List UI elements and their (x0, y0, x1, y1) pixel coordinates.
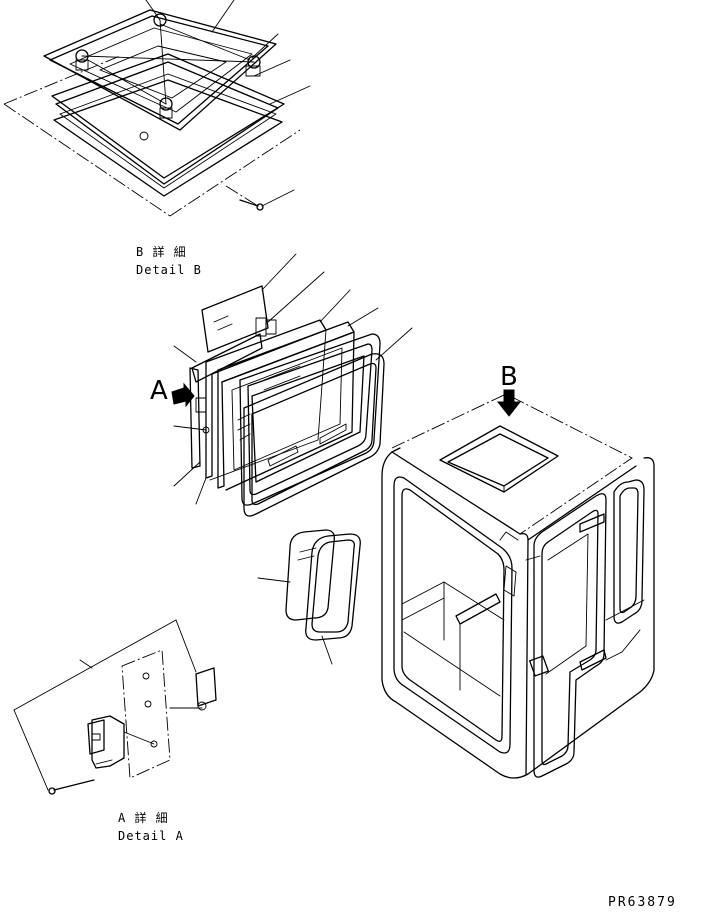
detail-b-caption-jp: B 詳 細 (136, 245, 187, 259)
view-arrow-a-label: A (150, 376, 168, 406)
door-window-exploded-stack (173, 253, 413, 517)
detail-a-door-latch (13, 619, 217, 795)
detail-a-caption-jp: A 詳 細 (118, 811, 169, 825)
view-arrow-b (496, 389, 522, 417)
detail-a-caption-en: Detail A (118, 829, 184, 843)
view-arrow-a (171, 382, 195, 408)
view-arrow-b-label: B (500, 362, 518, 392)
operator-cab-body (381, 393, 655, 779)
detail-b-roof-hatch (3, 0, 311, 217)
drawing-code: PR63879 (608, 895, 677, 910)
quarter-window-glass (257, 529, 361, 665)
detail-b-caption-en: Detail B (136, 263, 202, 277)
